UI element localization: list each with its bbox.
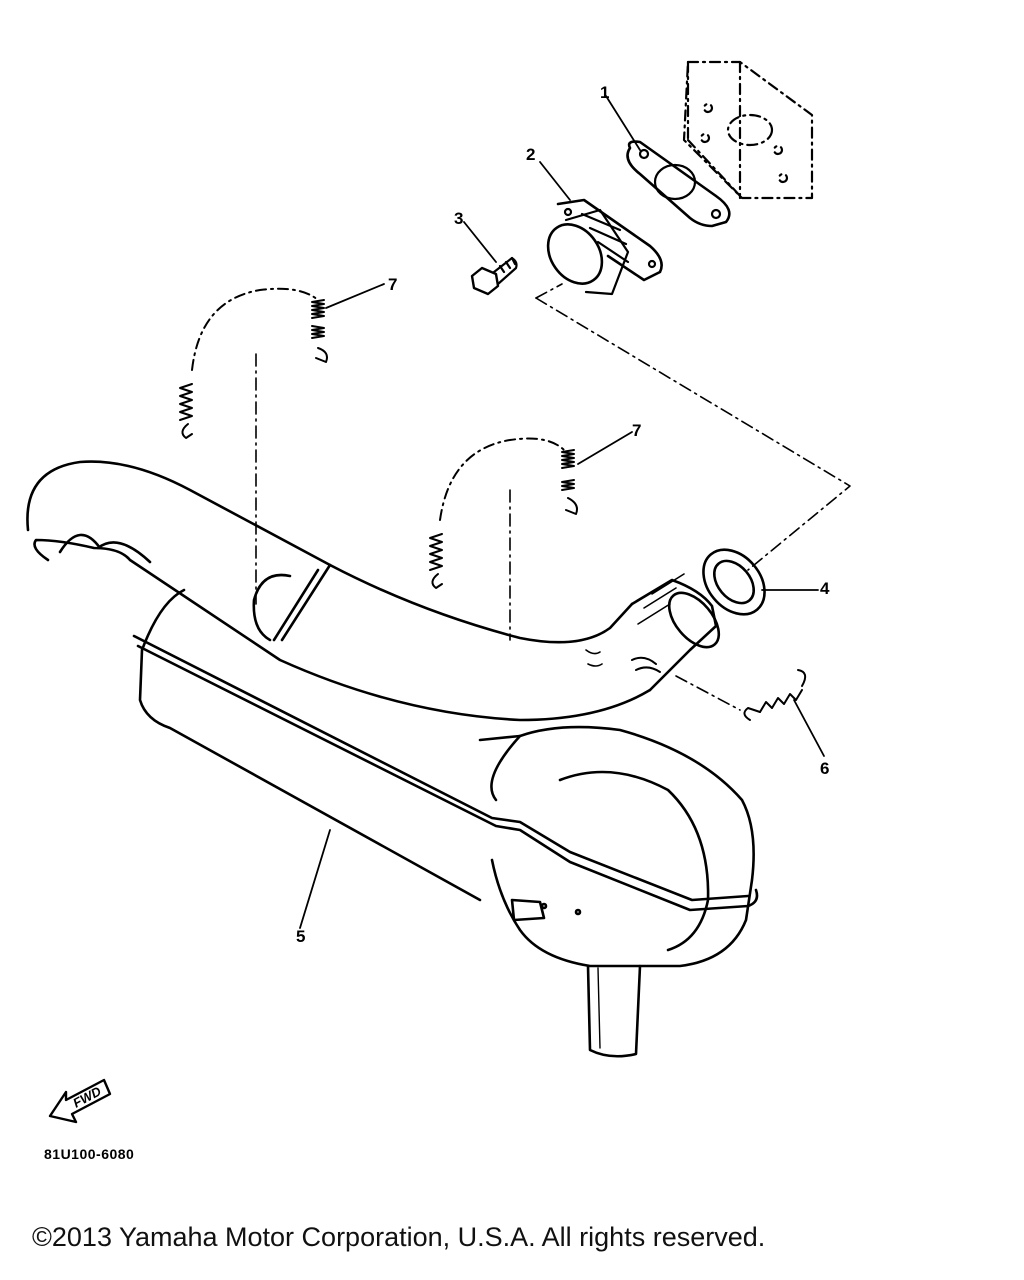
part-7-spring-upper [179, 287, 328, 439]
copyright-notice: ©2013 Yamaha Motor Corporation, U.S.A. A… [32, 1222, 766, 1252]
callout-4: 4 [820, 579, 830, 598]
exhaust-pipe [26, 460, 721, 722]
part-6-spring [743, 669, 807, 721]
callout-2: 2 [526, 145, 535, 164]
part-5-muffler [132, 588, 759, 1058]
part-1-gasket [626, 140, 731, 228]
part-7-spring-middle [429, 437, 578, 589]
callout-7-upper: 7 [388, 275, 397, 294]
part-4-ring-gasket [702, 548, 766, 616]
callout-5: 5 [296, 927, 305, 946]
assembly-centerlines [255, 283, 851, 711]
part-2-exhaust-joint [546, 198, 663, 296]
forward-arrow-icon [48, 1078, 112, 1124]
callout-6: 6 [820, 759, 829, 778]
callout-1: 1 [600, 83, 609, 102]
diagram-code: 81U100-6080 [44, 1146, 135, 1162]
engine-mount-block [682, 60, 814, 200]
callout-3: 3 [454, 209, 463, 228]
callout-7-middle: 7 [632, 421, 641, 440]
leader-lines [299, 95, 825, 929]
part-3-bolt [470, 256, 518, 296]
